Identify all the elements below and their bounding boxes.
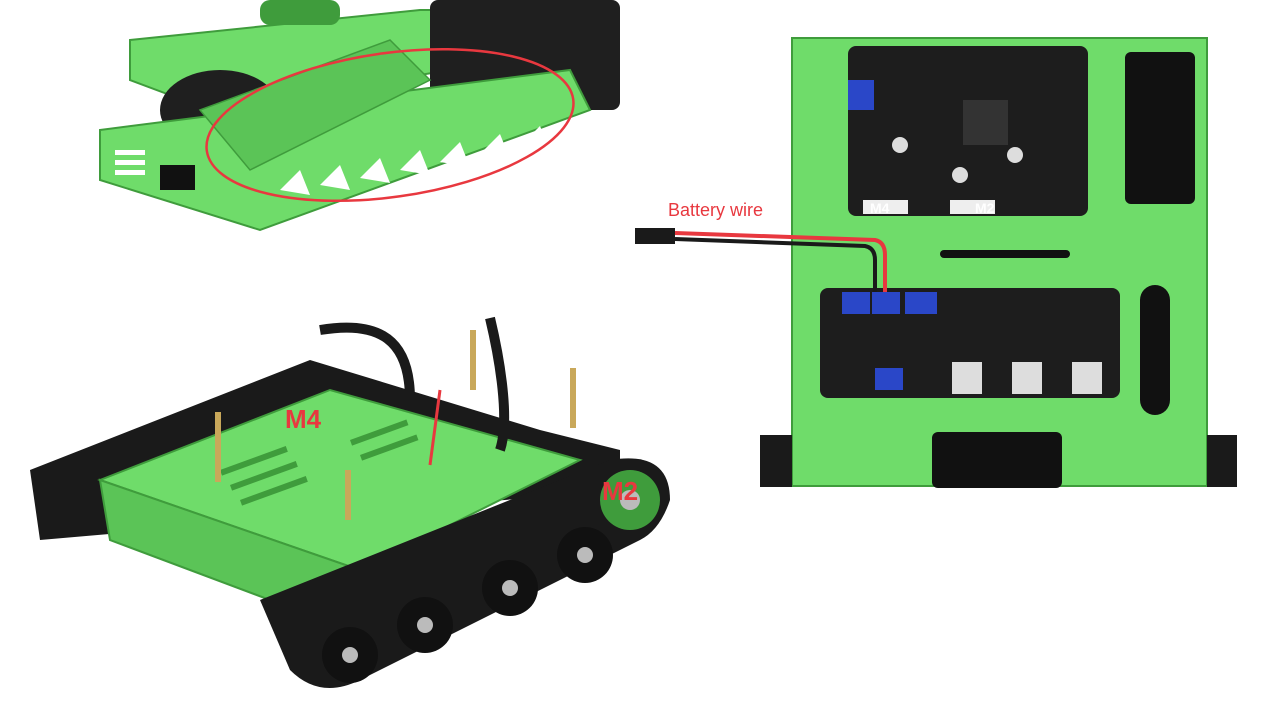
tank-label-m4: M4	[285, 404, 322, 434]
lidar-base	[260, 0, 340, 25]
usb-ports	[952, 362, 1102, 394]
side-vents	[115, 150, 145, 175]
controller-terminal	[848, 80, 874, 110]
right-bracket	[1207, 435, 1237, 487]
controller-chip	[963, 100, 1008, 145]
tank-chassis-illustration: M4 M2	[20, 300, 680, 721]
left-bracket	[760, 435, 792, 487]
board-label-m4: M4	[870, 200, 890, 216]
wiring-diagram-panel: M4 M2 Battery wire	[620, 0, 1260, 500]
power-switch	[160, 165, 195, 190]
battery-plug	[635, 228, 675, 244]
chassis-closeup-panel	[90, 0, 630, 240]
controller-capacitor-1	[892, 137, 908, 153]
battery-wire-label: Battery wire	[668, 200, 763, 220]
tank-chassis-panel: M4 M2	[20, 300, 680, 721]
board-label-m2: M2	[975, 200, 995, 216]
wiring-diagram-illustration: M4 M2 Battery wire	[620, 0, 1260, 500]
controller-capacitor-2	[952, 167, 968, 183]
controller-capacitor-3	[1007, 147, 1023, 163]
chassis-closeup-illustration	[90, 0, 630, 240]
